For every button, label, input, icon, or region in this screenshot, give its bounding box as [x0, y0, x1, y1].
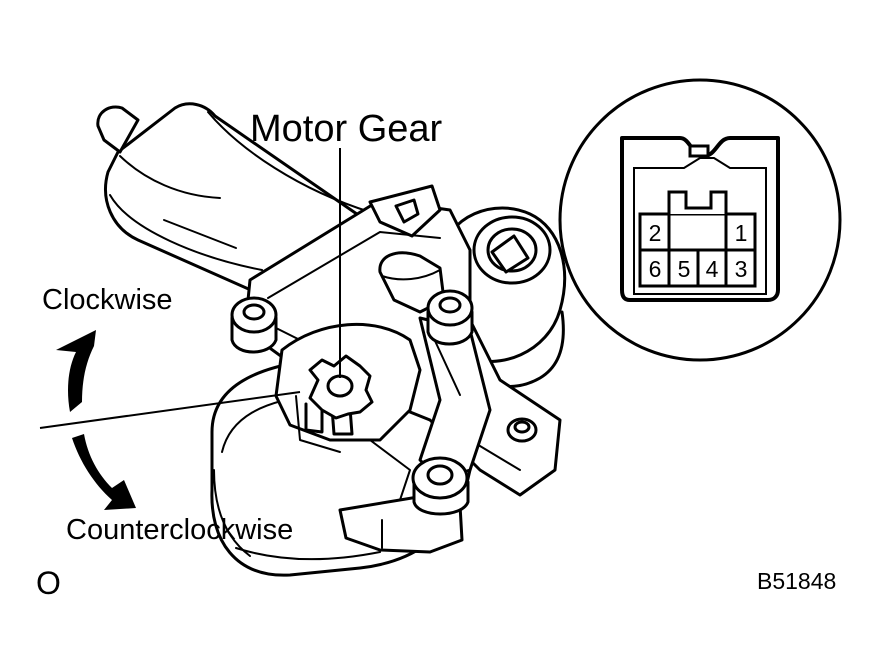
pin-5: 5	[678, 256, 691, 282]
mount-bolt-left	[230, 296, 278, 354]
counterclockwise-label: Counterclockwise	[66, 514, 294, 546]
leader-lines	[39, 148, 341, 429]
connector-inset	[558, 78, 842, 362]
clockwise-arrow-icon	[56, 330, 96, 412]
pin-1: 1	[735, 220, 748, 246]
output-boss	[438, 206, 567, 388]
pin-4: 4	[706, 256, 719, 282]
pin-3: 3	[735, 256, 748, 282]
top-clip	[368, 184, 442, 238]
pin-6: 6	[649, 256, 662, 282]
mount-bolt-right	[426, 289, 474, 346]
motor-gear-label: Motor Gear	[250, 108, 443, 150]
counterclockwise-arrow-icon	[72, 434, 136, 510]
connector-pins: 2 1 6 5 4 3	[649, 220, 748, 282]
axis-leader	[39, 391, 301, 429]
side-bolt	[506, 417, 538, 443]
corner-mark: O	[36, 565, 61, 601]
motor-gear	[304, 354, 374, 436]
mount-bolt-bottom	[411, 456, 470, 516]
pin-2: 2	[649, 220, 662, 246]
clockwise-label: Clockwise	[42, 284, 173, 316]
figure-reference: B51848	[757, 568, 837, 594]
